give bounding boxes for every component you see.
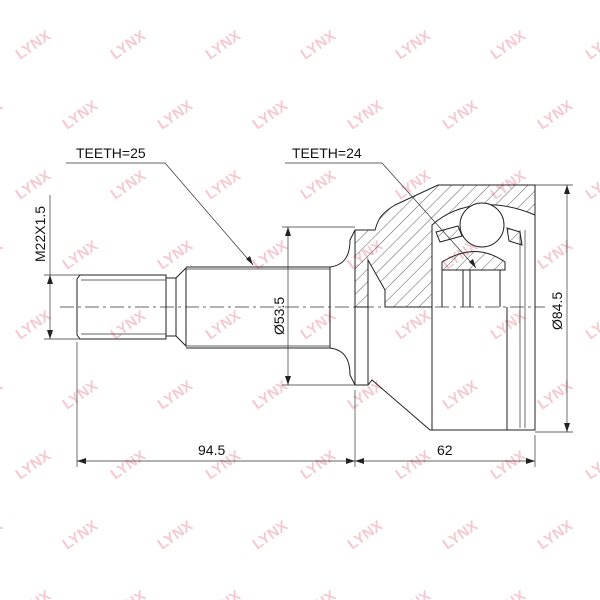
- watermark-logo: LYNX: [440, 97, 481, 133]
- dim-body-length: 62: [437, 442, 453, 458]
- watermark-logo: LYNX: [440, 517, 481, 553]
- ball: [459, 202, 505, 248]
- watermark-logo: LYNX: [250, 97, 291, 133]
- cage: [435, 225, 463, 243]
- watermark-logo: LYNX: [155, 517, 196, 553]
- cage: [506, 227, 523, 246]
- arrowhead: [47, 275, 53, 284]
- watermark-logo: LYNX: [0, 97, 6, 133]
- arrowhead: [564, 185, 570, 194]
- arrowhead: [346, 458, 355, 464]
- watermark-logo: LYNX: [488, 447, 529, 483]
- watermark-logo: LYNX: [250, 517, 291, 553]
- arrowhead: [564, 423, 570, 432]
- watermark-logo: LYNX: [488, 307, 529, 343]
- watermark-logo: LYNX: [60, 97, 101, 133]
- watermark-logo: LYNX: [108, 307, 149, 343]
- watermark-logo: LYNX: [108, 167, 149, 203]
- watermark-logo: LYNX: [13, 167, 54, 203]
- thread-relief-groove: [166, 277, 177, 337]
- watermark-logo: LYNX: [60, 377, 101, 413]
- arrowhead: [246, 256, 253, 265]
- dim-shaft-diameter: Ø53.5: [271, 297, 287, 335]
- watermark-logo: LYNX: [108, 27, 149, 63]
- shaft-neck: [329, 229, 356, 268]
- watermark-logo: LYNX: [13, 307, 54, 343]
- watermark-logo: LYNX: [393, 587, 434, 600]
- watermark-logo: LYNX: [13, 27, 54, 63]
- watermark-logo: LYNX: [298, 27, 339, 63]
- watermark-logo: LYNX: [535, 97, 576, 133]
- shaft: [186, 266, 331, 349]
- watermark-logo: LYNX: [0, 377, 6, 413]
- arrowhead: [285, 376, 291, 385]
- watermark-logo: LYNX: [583, 587, 600, 600]
- watermark-logo: LYNX: [393, 307, 434, 343]
- arrowhead: [47, 330, 53, 339]
- shaft-chamfer: [175, 266, 187, 348]
- watermark-logo: LYNX: [535, 237, 576, 273]
- watermark-logo: LYNX: [583, 27, 600, 63]
- watermark-logo: LYNX: [13, 447, 54, 483]
- arrowhead: [469, 259, 476, 268]
- watermark-logo: LYNX: [108, 587, 149, 600]
- dim-shaft-length: 94.5: [198, 442, 225, 458]
- watermark-logo: LYNX: [60, 237, 101, 273]
- arrowhead: [355, 458, 364, 464]
- watermark-logo: LYNX: [60, 517, 101, 553]
- watermark-logo: LYNX: [203, 587, 244, 600]
- watermark-logo: LYNX: [250, 377, 291, 413]
- arrowhead: [285, 227, 291, 236]
- watermark-logo: LYNX: [535, 377, 576, 413]
- label-teeth-24: TEETH=24: [292, 145, 362, 161]
- watermark-logo: LYNX: [535, 517, 576, 553]
- watermark-logo: LYNX: [298, 307, 339, 343]
- watermark-logo: LYNX: [583, 167, 600, 203]
- dim-thread: M22X1.5: [32, 206, 48, 262]
- housing-section: [354, 184, 536, 308]
- watermark-logo: LYNX: [0, 237, 6, 273]
- watermark-logo: LYNX: [13, 587, 54, 600]
- watermark-logo: LYNX: [250, 237, 291, 273]
- watermark-logo: LYNX: [0, 517, 6, 553]
- watermark-logo: LYNX: [488, 587, 529, 600]
- arrowhead: [526, 458, 535, 464]
- watermark-logo: LYNX: [298, 587, 339, 600]
- watermark-logo: LYNX: [345, 377, 386, 413]
- watermark-logo: LYNX: [345, 517, 386, 553]
- watermark-logo: LYNX: [108, 447, 149, 483]
- leader-teeth-24: [285, 162, 477, 269]
- watermark-logo: LYNX: [583, 447, 600, 483]
- watermark-logo: LYNX: [298, 167, 339, 203]
- watermark-logo: LYNX: [203, 167, 244, 203]
- watermark-logo: LYNX: [298, 447, 339, 483]
- watermark-logo: LYNX: [155, 377, 196, 413]
- watermark-logo: LYNX: [393, 27, 434, 63]
- watermark-logo: LYNX: [488, 27, 529, 63]
- arrowhead: [77, 458, 86, 464]
- shaft-neck: [329, 347, 356, 386]
- watermark-logo: LYNX: [203, 307, 244, 343]
- dim-outer-diameter: Ø84.5: [549, 292, 565, 330]
- leader-teeth-25: [66, 162, 254, 266]
- watermark-logo: LYNX: [345, 97, 386, 133]
- watermark-logo: LYNX: [155, 237, 196, 273]
- watermark-logo: LYNX: [583, 307, 600, 343]
- watermark-logo: LYNX: [440, 377, 481, 413]
- label-teeth-25: TEETH=25: [76, 145, 146, 161]
- watermark-logo: LYNX: [203, 27, 244, 63]
- watermark-logo: LYNX: [155, 97, 196, 133]
- watermark-logo: LYNX: [393, 447, 434, 483]
